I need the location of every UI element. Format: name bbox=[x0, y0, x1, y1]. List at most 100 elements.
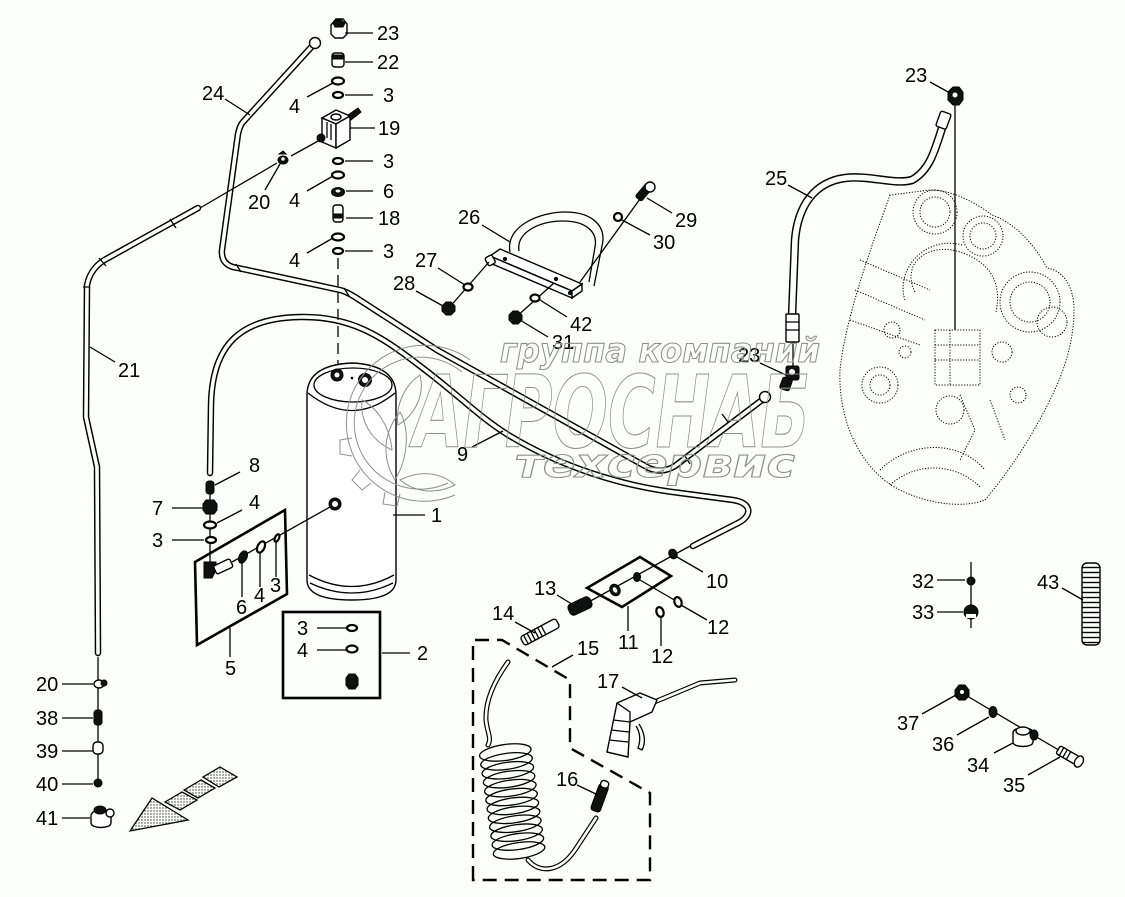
hose-25-drawing bbox=[785, 104, 956, 366]
callout: 3 bbox=[270, 542, 281, 597]
leader-line bbox=[519, 319, 549, 338]
watermark-brand: АГРОСНАБ bbox=[408, 354, 810, 471]
callout: 13 bbox=[534, 578, 576, 607]
callout-label: 28 bbox=[393, 273, 415, 295]
leader-line bbox=[993, 742, 1014, 754]
callout: 41 bbox=[36, 808, 90, 830]
callout-label: 26 bbox=[458, 207, 480, 229]
pipe-21-drawing bbox=[82, 162, 278, 657]
callout-label: 32 bbox=[912, 571, 934, 593]
leader-line bbox=[306, 175, 334, 192]
callout-label: 12 bbox=[707, 617, 729, 639]
watermark-company-group: группа компаний bbox=[500, 331, 820, 371]
leader-line bbox=[680, 604, 708, 621]
callout-label: 15 bbox=[577, 638, 599, 660]
leader-line bbox=[551, 654, 574, 668]
callout-label: 22 bbox=[377, 52, 399, 74]
callout: 4 bbox=[289, 175, 334, 212]
callout: 8 bbox=[214, 455, 260, 486]
callout-label: 16 bbox=[556, 769, 578, 791]
callout: 17 bbox=[597, 671, 643, 699]
callout: 16 bbox=[556, 769, 599, 796]
leader-line bbox=[216, 509, 243, 524]
air-tank-1-drawing bbox=[306, 362, 397, 601]
leader-line bbox=[921, 694, 957, 715]
callout: 10 bbox=[676, 556, 728, 593]
callout: 6 bbox=[236, 562, 247, 619]
leader-line bbox=[621, 686, 643, 699]
parts-32-33-drawing bbox=[963, 562, 979, 628]
watermark-logo bbox=[339, 344, 471, 507]
leader-line bbox=[1061, 587, 1084, 601]
callout-label: 5 bbox=[225, 658, 236, 680]
threaded-stud-14 bbox=[520, 618, 560, 646]
callout-label: 39 bbox=[36, 741, 58, 763]
callout: 4 bbox=[297, 640, 346, 662]
callout: 15 bbox=[551, 638, 599, 668]
callout: 5 bbox=[225, 628, 236, 680]
callout: 30 bbox=[621, 219, 675, 254]
callout: 42 bbox=[539, 299, 592, 336]
fitting-20-upper bbox=[277, 150, 289, 165]
callout: 27 bbox=[415, 250, 466, 286]
callout-label: 37 bbox=[897, 713, 919, 735]
callout: 33 bbox=[912, 602, 963, 624]
callout-label: 21 bbox=[118, 360, 140, 382]
callouts: 23 22 4 3 19 3 20 4 6 18 4 3 24 21 26 29… bbox=[36, 23, 1084, 830]
callout: 4 bbox=[289, 82, 334, 118]
callout-label: 23 bbox=[377, 23, 399, 45]
leader-line bbox=[646, 197, 673, 214]
callout-label: 8 bbox=[249, 455, 260, 477]
callout: 23 bbox=[738, 345, 787, 376]
callout: 28 bbox=[393, 273, 444, 307]
kit-11-drawing bbox=[520, 545, 691, 646]
callout-label: 12 bbox=[651, 646, 673, 668]
callout: 24 bbox=[202, 83, 251, 116]
leader-line bbox=[787, 184, 813, 199]
callout: 3 bbox=[345, 85, 394, 107]
callout: 4 bbox=[254, 553, 265, 607]
callout: 3 bbox=[297, 618, 346, 640]
callout: 25 bbox=[765, 168, 813, 199]
callout: 34 bbox=[967, 742, 1014, 777]
callout-label: 33 bbox=[912, 602, 934, 624]
callout: 4 bbox=[289, 237, 334, 272]
callout-label: 6 bbox=[383, 181, 394, 203]
kit-2-drawing bbox=[281, 610, 382, 700]
callout-label: 29 bbox=[675, 210, 697, 232]
callout: 23 bbox=[345, 23, 399, 45]
callout: 1 bbox=[393, 505, 442, 527]
leader-line bbox=[224, 98, 251, 116]
callout-label: 35 bbox=[1003, 775, 1025, 797]
callout-label: 3 bbox=[152, 530, 163, 552]
callout-label: 19 bbox=[378, 118, 400, 140]
callout: 38 bbox=[36, 708, 93, 730]
callout-label: 14 bbox=[492, 603, 514, 625]
callout-label: 4 bbox=[289, 190, 300, 212]
parts-20-38-41-drawing bbox=[90, 657, 115, 829]
callout: 11 bbox=[618, 606, 639, 654]
leader-line bbox=[1027, 756, 1061, 776]
callout: 39 bbox=[36, 741, 93, 763]
callout: 3 bbox=[345, 151, 394, 173]
callout: 35 bbox=[1003, 756, 1061, 797]
callout-label: 3 bbox=[383, 85, 394, 107]
callout-label: 13 bbox=[534, 578, 556, 600]
corrugated-tube-43-drawing bbox=[1081, 562, 1101, 646]
callout: 3 bbox=[152, 530, 204, 552]
callout: 7 bbox=[152, 498, 203, 520]
leader-line bbox=[956, 716, 990, 736]
callout-label: 40 bbox=[36, 774, 58, 796]
callout-label: 4 bbox=[289, 96, 300, 118]
engine-drawing bbox=[839, 189, 1075, 505]
callout: 26 bbox=[458, 207, 511, 243]
fitting-23-elbow bbox=[779, 365, 800, 392]
callout-label: 11 bbox=[618, 632, 639, 654]
leader-line bbox=[306, 237, 334, 254]
callout: 29 bbox=[646, 197, 697, 232]
callout-label: 9 bbox=[457, 444, 468, 466]
callout-label: 27 bbox=[415, 250, 437, 272]
leader-line bbox=[556, 594, 576, 607]
leader-line bbox=[437, 267, 466, 286]
